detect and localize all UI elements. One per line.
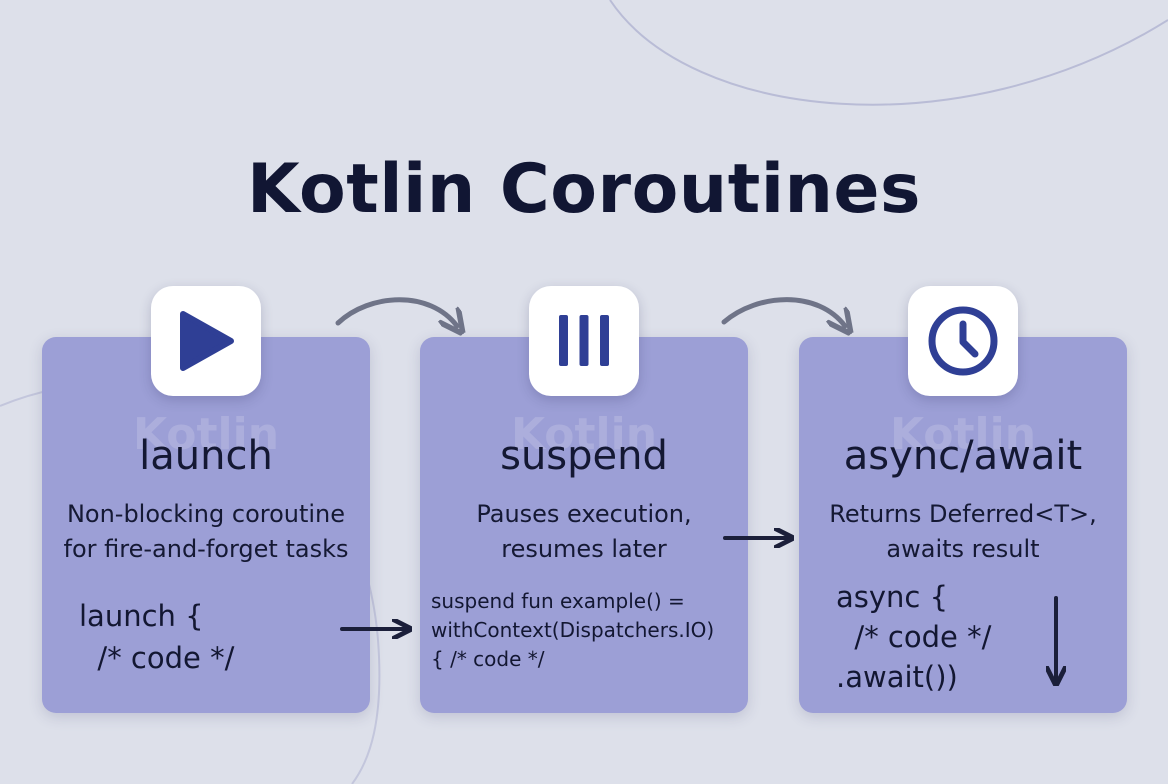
description-line: resumes later bbox=[501, 535, 667, 563]
card-async-await: Kotlin async/await Returns Deferred<T>, … bbox=[799, 337, 1127, 713]
card-watermark: Kotlin bbox=[889, 409, 1037, 460]
card-watermark: Kotlin bbox=[132, 409, 280, 460]
pause-icon bbox=[559, 315, 609, 366]
card-title-launch: launch bbox=[139, 433, 273, 479]
code-line: /* code */ bbox=[836, 620, 992, 654]
play-icon bbox=[180, 311, 234, 371]
card-launch: Kotlin launch Non-blocking coroutine for… bbox=[42, 337, 370, 713]
description-line: Returns Deferred<T>, bbox=[829, 500, 1097, 528]
background-curve-top bbox=[609, 0, 1168, 106]
code-line: suspend fun example() = bbox=[431, 589, 685, 613]
code-line: withContext(Dispatchers.IO) bbox=[431, 618, 715, 642]
card-description: Pauses execution, resumes later bbox=[420, 497, 748, 567]
code-line: .await()) bbox=[836, 660, 958, 694]
description-line: Pauses execution, bbox=[476, 500, 692, 528]
card-description: Non-blocking coroutine for fire-and-forg… bbox=[42, 497, 370, 567]
card-title-async-await: async/await bbox=[843, 433, 1083, 479]
card-watermark: Kotlin bbox=[510, 409, 658, 460]
clock-icon-box bbox=[908, 286, 1018, 396]
code-line: async { bbox=[836, 580, 949, 614]
pause-icon-box bbox=[529, 286, 639, 396]
description-line: Non-blocking coroutine bbox=[66, 500, 346, 528]
code-line: launch { bbox=[79, 599, 204, 633]
code-line: { /* code */ bbox=[431, 647, 545, 671]
code-snippet: suspend fun example() = withContext(Dispa… bbox=[431, 587, 714, 674]
code-snippet: async { /* code */ .await()) bbox=[836, 577, 991, 697]
description-line: for fire-and-forget tasks bbox=[63, 535, 349, 563]
play-icon-box bbox=[151, 286, 261, 396]
page-title: Kotlin Coroutines bbox=[246, 150, 922, 229]
card-title-suspend: suspend bbox=[500, 433, 668, 479]
card-suspend: Kotlin suspend Pauses execution, resumes… bbox=[420, 337, 748, 713]
code-line: /* code */ bbox=[79, 641, 235, 675]
card-description: Returns Deferred<T>, awaits result bbox=[799, 497, 1127, 567]
clock-icon bbox=[928, 306, 998, 376]
code-snippet: launch { /* code */ bbox=[79, 595, 234, 679]
description-line: awaits result bbox=[886, 535, 1040, 563]
